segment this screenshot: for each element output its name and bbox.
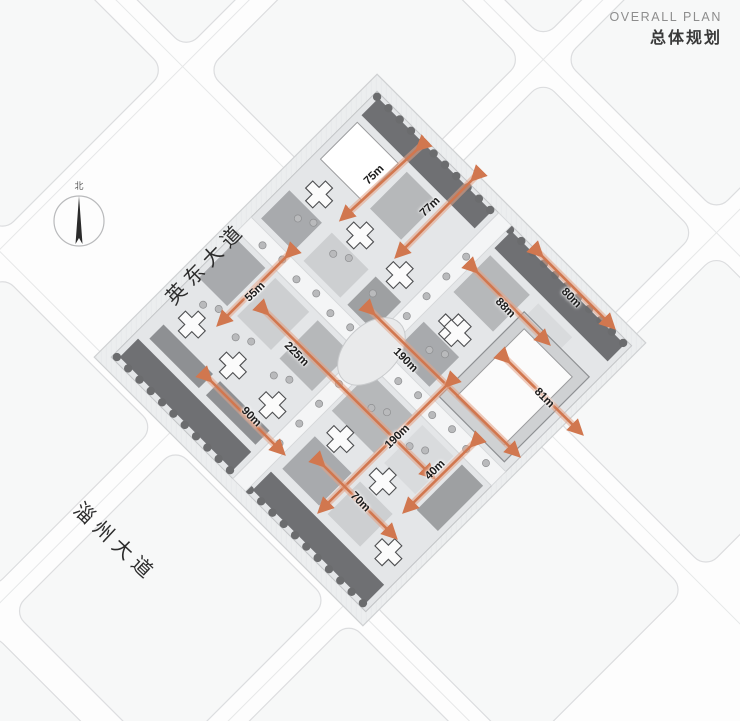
dimension-arrow-d81 <box>493 346 584 436</box>
dimension-arrow-d70 <box>308 450 398 540</box>
dimension-arrow-d90 <box>195 365 286 456</box>
dimension-arrow-d75 <box>338 134 433 222</box>
dimension-arrow-d40 <box>402 430 487 514</box>
north-arrow-icon: 北 <box>53 181 105 247</box>
dimension-arrow-layer <box>195 134 616 540</box>
north-label: 北 <box>74 181 83 192</box>
plan-title-english: OVERALL PLAN <box>609 10 722 24</box>
dimension-arrow-d77 <box>394 164 488 259</box>
dimension-arrow-d80 <box>526 240 616 330</box>
plan-title-chinese: 总体规划 <box>649 28 722 47</box>
title-block: OVERALL PLAN 总体规划 <box>609 8 722 49</box>
dimension-arrow-d55 <box>216 241 302 327</box>
